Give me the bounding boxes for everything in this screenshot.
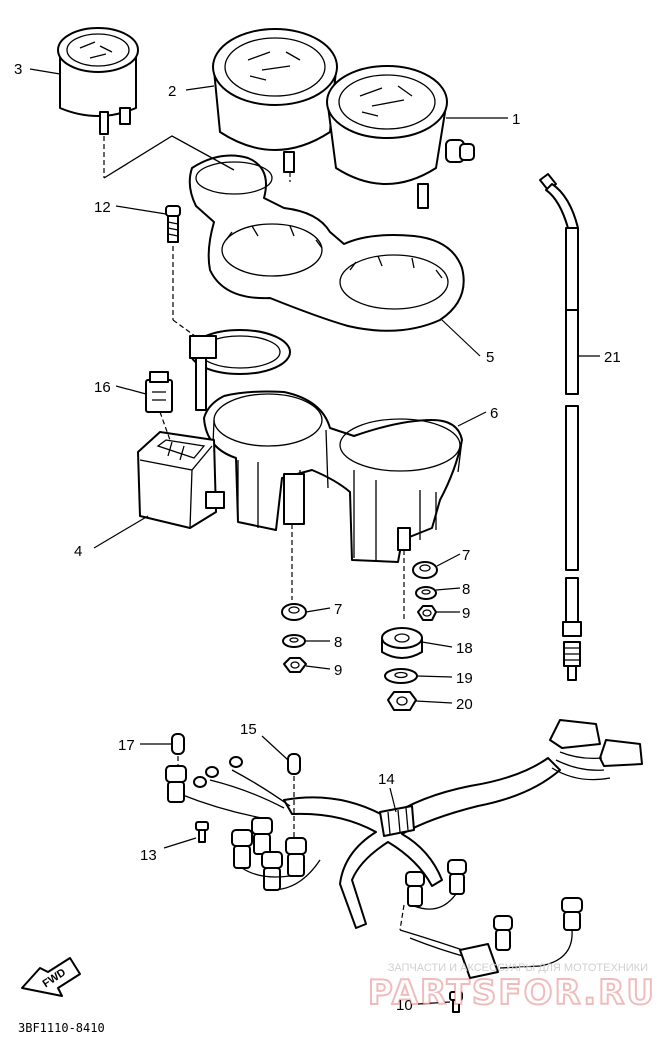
- callout-9-left: 9: [334, 662, 342, 679]
- callout-5: 5: [486, 349, 494, 366]
- damper-stack-left: [281, 603, 307, 673]
- speedometer-cable-part-21: [539, 173, 582, 681]
- washer-part-19: [384, 668, 418, 684]
- wire-harness-part-14: [179, 719, 643, 979]
- callout-20: 20: [456, 696, 473, 713]
- bulb-socket-cluster-left: [165, 765, 321, 891]
- screw-part-13: [195, 821, 209, 843]
- callout-19: 19: [456, 670, 473, 687]
- callout-12: 12: [94, 199, 111, 216]
- forward-direction-arrow: FWD: [21, 957, 81, 997]
- terminal-ring-cluster: [193, 756, 243, 788]
- callout-4: 4: [74, 543, 82, 560]
- callout-2: 2: [168, 83, 176, 100]
- callout-21: 21: [604, 349, 621, 366]
- callout-13: 13: [140, 847, 157, 864]
- watermark-brand-logo: PARTSFOR.RU: [368, 973, 656, 1013]
- callout-17: 17: [118, 737, 135, 754]
- watermark: ЗАПЧАСТИ И АКСЕССУАРЫ ДЛЯ МОТОТЕХНИКИ PA…: [367, 962, 656, 1014]
- gauge-speedometer-part-1: [326, 65, 475, 209]
- bolt-part-12: [165, 205, 181, 320]
- assembly-guide-lines: [103, 135, 405, 931]
- indicator-box-part-4: [137, 431, 225, 529]
- nut-part-20: [387, 691, 417, 711]
- callout-8-left: 8: [334, 634, 342, 651]
- grommet-part-18: [381, 627, 423, 659]
- callout-7-left: 7: [334, 601, 342, 618]
- meter-housing-part-6: [189, 329, 463, 620]
- callout-6: 6: [490, 405, 498, 422]
- gauge-tachometer-part-2: [212, 28, 338, 173]
- callout-14: 14: [378, 771, 395, 788]
- callout-16: 16: [94, 379, 111, 396]
- callout-7-right: 7: [462, 547, 470, 564]
- callout-15: 15: [240, 721, 257, 738]
- bulb-part-17: [171, 733, 185, 766]
- gauge-panel-part-5: [188, 154, 465, 332]
- bulb-socket-cluster-right: [405, 859, 583, 969]
- callout-8-right: 8: [462, 581, 470, 598]
- callout-labels: 1 2 3 4 5 6 7 8 9 7 8 9 10 12 13 14 15 1…: [14, 61, 621, 1014]
- callout-1: 1: [512, 111, 520, 128]
- damper-stack-right: [412, 561, 438, 621]
- callout-18: 18: [456, 640, 473, 657]
- gauge-small-part-3: [57, 27, 139, 135]
- callout-3: 3: [14, 61, 22, 78]
- watermark-tagline: ЗАПЧАСТИ И АКСЕССУАРЫ ДЛЯ МОТОТЕХНИКИ: [388, 962, 648, 974]
- screw-part-10: [449, 991, 463, 1013]
- relay-socket-part-16: [145, 371, 173, 413]
- callout-10: 10: [396, 997, 413, 1014]
- drawing-code: 3BF1110-8410: [18, 1021, 105, 1035]
- bulb-part-15: [287, 753, 301, 838]
- leader-lines: [29, 68, 600, 1005]
- callout-9-right: 9: [462, 605, 470, 622]
